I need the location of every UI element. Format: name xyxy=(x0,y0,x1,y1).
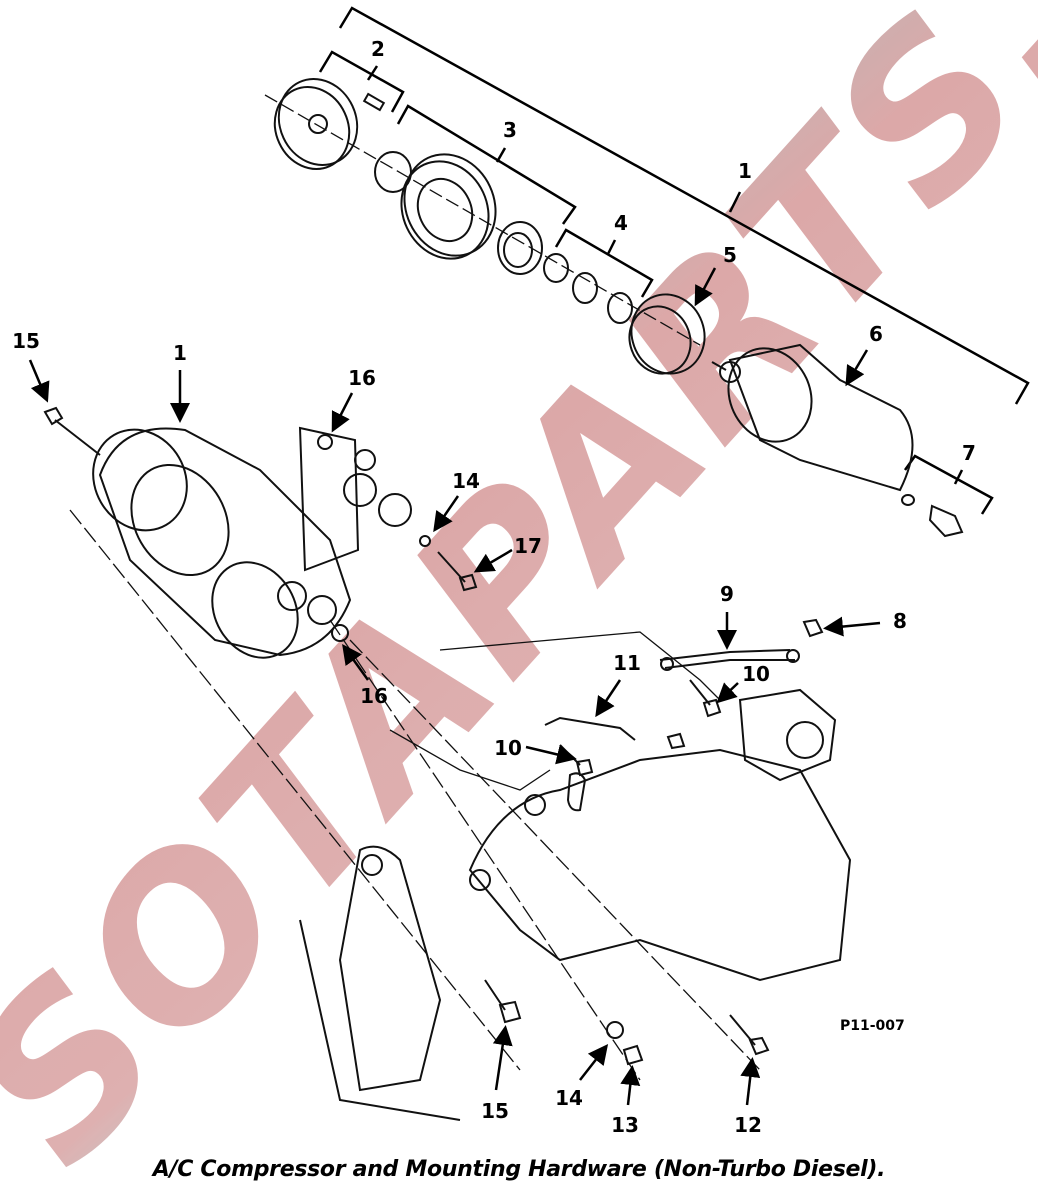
figure-id: P11-007 xyxy=(840,1018,905,1034)
callout-1-assembly: 1 xyxy=(738,159,752,183)
callout-17: 17 xyxy=(514,534,542,558)
callout-15-top: 15 xyxy=(12,329,40,353)
callout-10-right: 10 xyxy=(742,662,770,686)
bracket-4 xyxy=(554,228,654,298)
mounting-brackets xyxy=(69,509,852,1121)
callout-16-top: 16 xyxy=(348,366,376,390)
callout-14-top: 14 xyxy=(452,469,480,493)
figure-caption: A/C Compressor and Mounting Hardware (No… xyxy=(152,1157,886,1182)
callout-7: 7 xyxy=(962,441,976,465)
bolt-15-top xyxy=(54,419,101,456)
callout-11: 11 xyxy=(613,651,641,675)
callout-15-bottom: 15 xyxy=(481,1099,509,1123)
callout-5: 5 xyxy=(723,243,737,267)
callout-13: 13 xyxy=(611,1113,639,1137)
callout-2: 2 xyxy=(371,37,385,61)
callout-1-compressor: 1 xyxy=(173,341,187,365)
compressor-body xyxy=(43,406,478,659)
callout-3: 3 xyxy=(503,118,517,142)
callout-16-bottom: 16 xyxy=(360,684,388,708)
callout-10-left: 10 xyxy=(494,736,522,760)
callout-14-bottom: 14 xyxy=(555,1086,583,1110)
clutch-parts xyxy=(264,78,964,538)
bracket-7 xyxy=(903,454,994,515)
callout-6: 6 xyxy=(869,322,883,346)
callout-9: 9 xyxy=(720,582,734,606)
callout-4: 4 xyxy=(614,211,628,235)
callout-12: 12 xyxy=(734,1113,762,1137)
leader-arrows xyxy=(28,267,881,1106)
callout-labels: 1 2 3 4 5 6 7 1 15 16 14 17 9 8 10 11 10… xyxy=(12,37,976,1137)
callout-8: 8 xyxy=(893,609,907,633)
bracket-1 xyxy=(338,6,1030,405)
bracket-2 xyxy=(318,50,405,113)
bracket-3 xyxy=(396,104,577,225)
